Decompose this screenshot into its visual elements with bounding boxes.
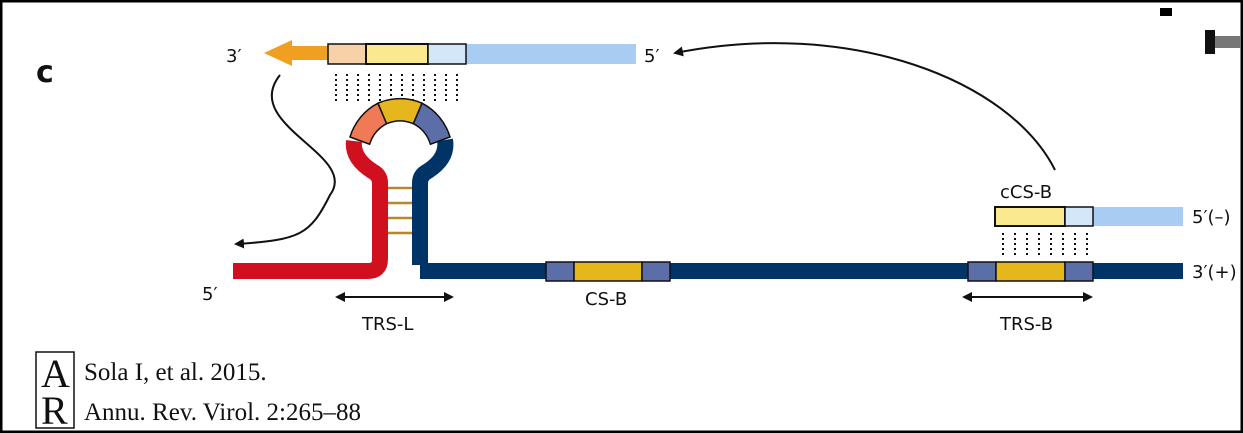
nascent-minus-strand	[264, 40, 636, 66]
trs-b-element	[967, 261, 1094, 282]
cs-b-element	[545, 261, 671, 282]
panel-letter: c	[36, 55, 54, 90]
cs-b-label: CS-B	[585, 289, 627, 310]
right-base-pairing-lines	[1002, 233, 1088, 256]
plus-strand-label: 3′(+)	[1192, 262, 1237, 283]
trs-b-label: TRS-B	[999, 314, 1053, 335]
corner-mark	[1160, 8, 1172, 16]
top-5prime-label: 5′	[644, 46, 660, 67]
ccs-b-minus-strand	[994, 206, 1183, 227]
top-3prime-label: 3′	[226, 46, 242, 67]
trs-l-label: TRS-L	[361, 314, 413, 335]
left-5prime-label: 5′	[202, 284, 218, 305]
svg-text:AR: AR	[41, 351, 70, 433]
leader-copy-arrow	[234, 74, 336, 249]
corner-connector	[1205, 30, 1241, 54]
ccsb-label: cCS-B	[1000, 182, 1052, 203]
top-base-pairing-lines	[335, 74, 458, 104]
template-switch-arrow	[673, 42, 1056, 171]
citation-line-2: Annu. Rev. Virol. 2:265–88	[84, 399, 361, 426]
citation-line-1: Sola I, et al. 2015.	[84, 359, 267, 386]
minus-strand-label: 5′(–)	[1192, 207, 1231, 228]
